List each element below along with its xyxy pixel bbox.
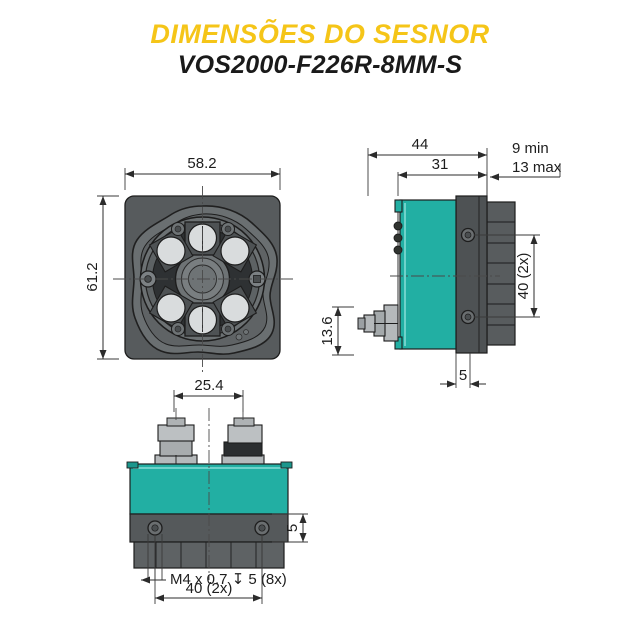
front-screw-small-b	[243, 329, 249, 335]
bottom-body-tab-right	[280, 461, 293, 469]
side-connector-assembly	[357, 304, 399, 342]
bottom-connector-right-collar	[223, 441, 263, 457]
front-screw-lower-left-core	[174, 325, 182, 333]
side-indicator-button-1	[393, 221, 403, 231]
side-body-teal	[399, 199, 457, 350]
side-mount-hole-bottom-core	[464, 313, 472, 321]
bottom-thread-callout-label: M4 x 0.7 ↧ 5 (8x)	[170, 571, 287, 588]
front-screw-upper-left-core	[174, 225, 182, 233]
side-indicator-button-2	[393, 233, 403, 243]
bottom-hole-spacing-label: 40 (2x)	[186, 580, 233, 597]
page-title: DIMENSÕES DO SESNOR	[150, 19, 490, 49]
side-connector-base	[383, 304, 399, 342]
bottom-hole-inset-label: 5	[284, 524, 301, 532]
side-rear-cap	[486, 201, 516, 346]
bottom-connector-left	[154, 417, 198, 466]
bottom-body-tab-left	[126, 461, 139, 469]
side-overall-depth-label: 44	[412, 136, 429, 153]
side-body-depth-label: 31	[432, 156, 449, 173]
side-mount-block	[455, 195, 488, 354]
front-screw-upper-right-core	[224, 225, 232, 233]
side-connector-tip	[357, 317, 366, 330]
bottom-connector-left-mid	[159, 439, 193, 457]
side-mount-spacing-label: 40 (2x)	[515, 253, 532, 300]
front-led-lower-left	[156, 293, 186, 323]
side-view: 44 31 9 min 13 max	[319, 136, 562, 388]
model-subtitle: VOS2000-F226R-8MM-S	[177, 51, 463, 79]
front-view: 58.2 61.2	[84, 155, 293, 372]
side-edge-offset-label: 5	[459, 367, 467, 384]
side-clearance-max-label: 13 max	[512, 159, 562, 176]
front-screw-group	[171, 222, 249, 341]
front-screw-small-a	[235, 333, 243, 341]
side-mount-hole-top-core	[464, 231, 472, 239]
side-connector-nut	[363, 314, 376, 333]
bottom-rear-cap-ribs	[155, 542, 257, 568]
title-block: DIMENSÕES DO SESNOR VOS2000-F226R-8MM-S	[0, 18, 640, 81]
bottom-mount-hole-right-core	[258, 524, 266, 532]
bottom-connector-right-cap	[233, 417, 255, 427]
bottom-connector-spacing-label: 25.4	[194, 377, 223, 394]
side-clearance-min-label: 9 min	[512, 140, 549, 157]
side-rear-cap-ribs	[487, 221, 515, 326]
front-led-upper-right	[220, 236, 250, 266]
front-width-label: 58.2	[187, 155, 216, 172]
front-screw-lower-right-core	[224, 325, 232, 333]
front-led-lower-right	[220, 293, 250, 323]
bottom-connector-right	[221, 417, 265, 466]
front-led-group-diagonal	[148, 228, 258, 330]
side-connector-height-label: 13.6	[319, 316, 336, 345]
bottom-mount-hole-left-core	[151, 524, 159, 532]
front-height-label: 61.2	[84, 262, 101, 291]
bottom-connector-left-body	[157, 424, 195, 442]
bottom-view: 25.4	[126, 377, 308, 604]
front-led-upper-left	[156, 236, 186, 266]
bottom-connector-right-body	[227, 424, 263, 444]
side-indicator-button-3	[393, 245, 403, 255]
side-flange-top	[394, 199, 403, 213]
